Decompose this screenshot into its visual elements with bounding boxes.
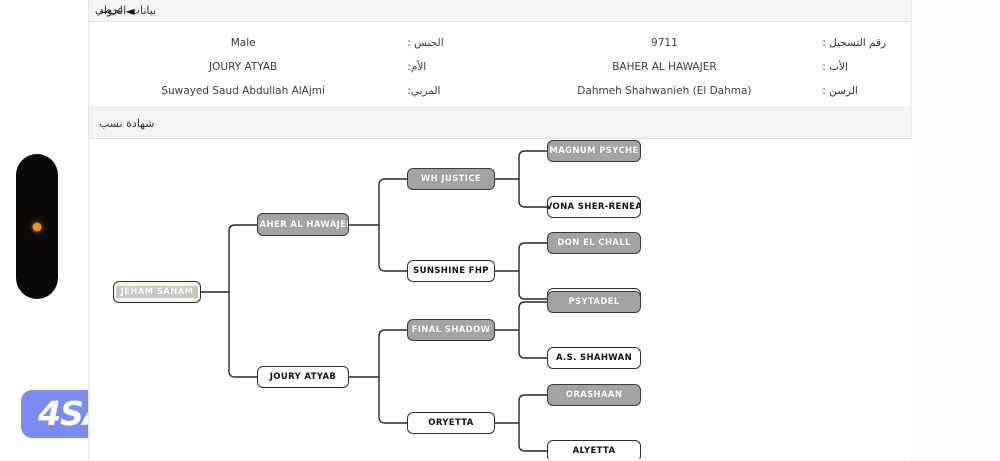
orange-dot-icon [32,222,42,231]
back-link-label: عرضي [95,5,124,16]
pedigree-node-gen3-2[interactable]: SUNSHINE FHP [407,260,495,282]
label-strain: الرسن : [822,85,858,97]
value-strain: Dahmeh Shahwanieh (El Dahma) [577,85,752,97]
page-gutter [913,0,1000,461]
pedigree-node-label: VONA SHER-RENEA [547,202,641,212]
left-rail: 4SALE [0,0,166,461]
horse-info-panel-title: بيانات الجواد [99,4,157,17]
pedigree-node-gen4-8[interactable]: ALYETTA [547,440,641,459]
label-breeder: المربي: [407,85,441,97]
pedigree-node-root[interactable]: JEHAM SANAM [113,281,201,303]
pedigree-node-label: MAGNUM PSYCHE [549,146,639,156]
pedigree-connector-lines [201,150,547,452]
pedigree-node-gen4-3[interactable]: DON EL CHALL [547,232,641,254]
pedigree-node-label: A.S. SHAHWAN [555,353,633,363]
value-dam: JOURY ATYAB [209,61,278,73]
pedigree-node-gen4-1[interactable]: MAGNUM PSYCHE [547,140,641,162]
pedigree-node-label: FINAL SHADOW [411,325,491,335]
value-breeder: Suwayed Saud Abdullah AlAjmi [161,85,325,97]
pedigree-node-gen4-7[interactable]: ORASHAAN [547,384,641,406]
pedigree-node-gen4-5[interactable]: PSYTADEL [547,291,641,313]
device-pill-graphic [16,154,58,299]
value-sire: BAHER AL HAWAJER [612,61,717,73]
pedigree-node-label: SUNSHINE FHP [413,266,489,276]
horse-details-card: ◄ عرضي بيانات الجواد رقم التسجيل : 9711 … [88,0,913,461]
value-registration-number: 9711 [651,37,678,49]
pedigree-node-label: ALYETTA [572,446,616,456]
label-dam: الأم: [407,61,427,73]
pedigree-node-label: PSYTADEL [568,297,620,307]
pedigree-node-gen3-4[interactable]: ORYETTA [407,412,495,434]
pedigree-node-sire[interactable]: BAHER AL HAWAJER [257,213,349,236]
pedigree-node-gen3-3[interactable]: FINAL SHADOW [407,319,495,341]
table-row: الرسن : Dahmeh Shahwanieh (El Dahma) الم… [89,79,911,103]
pedigree-node-label: ORYETTA [428,418,474,428]
pedigree-node-label: JOURY ATYAB [269,372,337,382]
pedigree-node-gen3-1[interactable]: WH JUSTICE [407,168,495,190]
back-link[interactable]: ◄ عرضي [95,5,135,17]
pedigree-node-label: ORASHAAN [565,390,623,400]
pedigree-panel-header: شهادة نسب [89,107,911,139]
pedigree-node-label: BAHER AL HAWAJER [257,219,349,230]
pedigree-node-label: JEHAM SANAM [115,286,199,298]
value-sex: Male [230,37,256,49]
horse-info-panel-header: ◄ عرضي بيانات الجواد [89,0,911,22]
label-sex: الجنس : [407,37,444,49]
pedigree-node-gen4-2[interactable]: VONA SHER-RENEA [547,196,641,218]
label-sire: الأب : [822,61,848,73]
arrow-left-icon: ◄ [125,3,135,18]
pedigree-panel-title: شهادة نسب [99,116,155,130]
pedigree-node-dam[interactable]: JOURY ATYAB [257,366,349,388]
pedigree-node-gen4-6[interactable]: A.S. SHAHWAN [547,347,641,369]
label-registration-number: رقم التسجيل : [822,37,887,49]
pedigree-node-label: WH JUSTICE [420,174,482,184]
pedigree-tree: JEHAM SANAM BAHER AL HAWAJER JOURY ATYAB… [89,139,913,459]
table-row: رقم التسجيل : 9711 الجنس : Male [89,31,911,55]
pedigree-node-label: DON EL CHALL [557,238,631,248]
horse-info-table: رقم التسجيل : 9711 الجنس : Male الأب : B… [89,31,911,107]
table-row: الأب : BAHER AL HAWAJER الأم: JOURY ATYA… [89,55,911,79]
